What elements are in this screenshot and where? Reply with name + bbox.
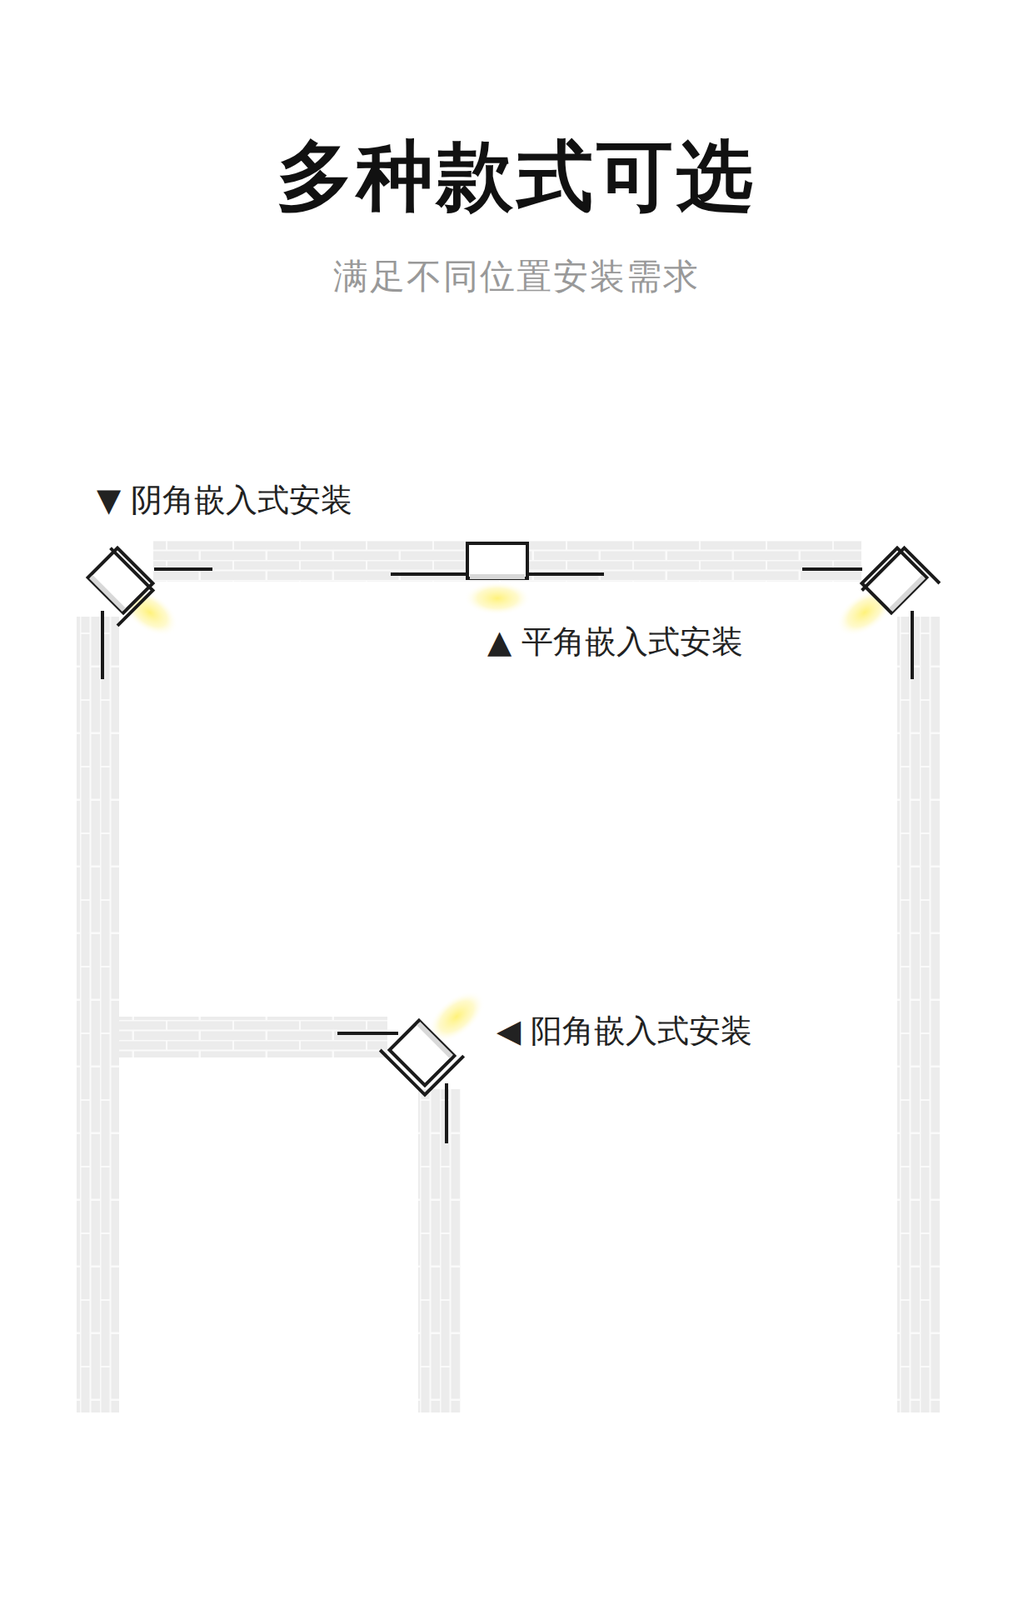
callout-label: ▼ 阴角嵌入式安装 <box>96 479 353 522</box>
outside-corner-profile <box>337 1010 465 1143</box>
left-wall <box>76 616 120 1413</box>
middle-wall <box>119 1016 388 1058</box>
caption-text: 满足不同位置安装需求 <box>333 253 700 300</box>
partition-wall <box>418 1088 461 1413</box>
inside-corner-profile <box>74 543 213 679</box>
callout-label: ◀ 阳角嵌入式安装 <box>496 1009 753 1053</box>
light-glow <box>464 581 531 615</box>
flat-profile <box>390 543 604 579</box>
title-text: 多种款式可选 <box>276 124 757 229</box>
right-wall <box>897 616 940 1413</box>
callout-label: ▲ 平角嵌入式安装 <box>487 620 744 664</box>
top-wall <box>153 540 862 582</box>
inside-corner-profile <box>802 543 940 679</box>
